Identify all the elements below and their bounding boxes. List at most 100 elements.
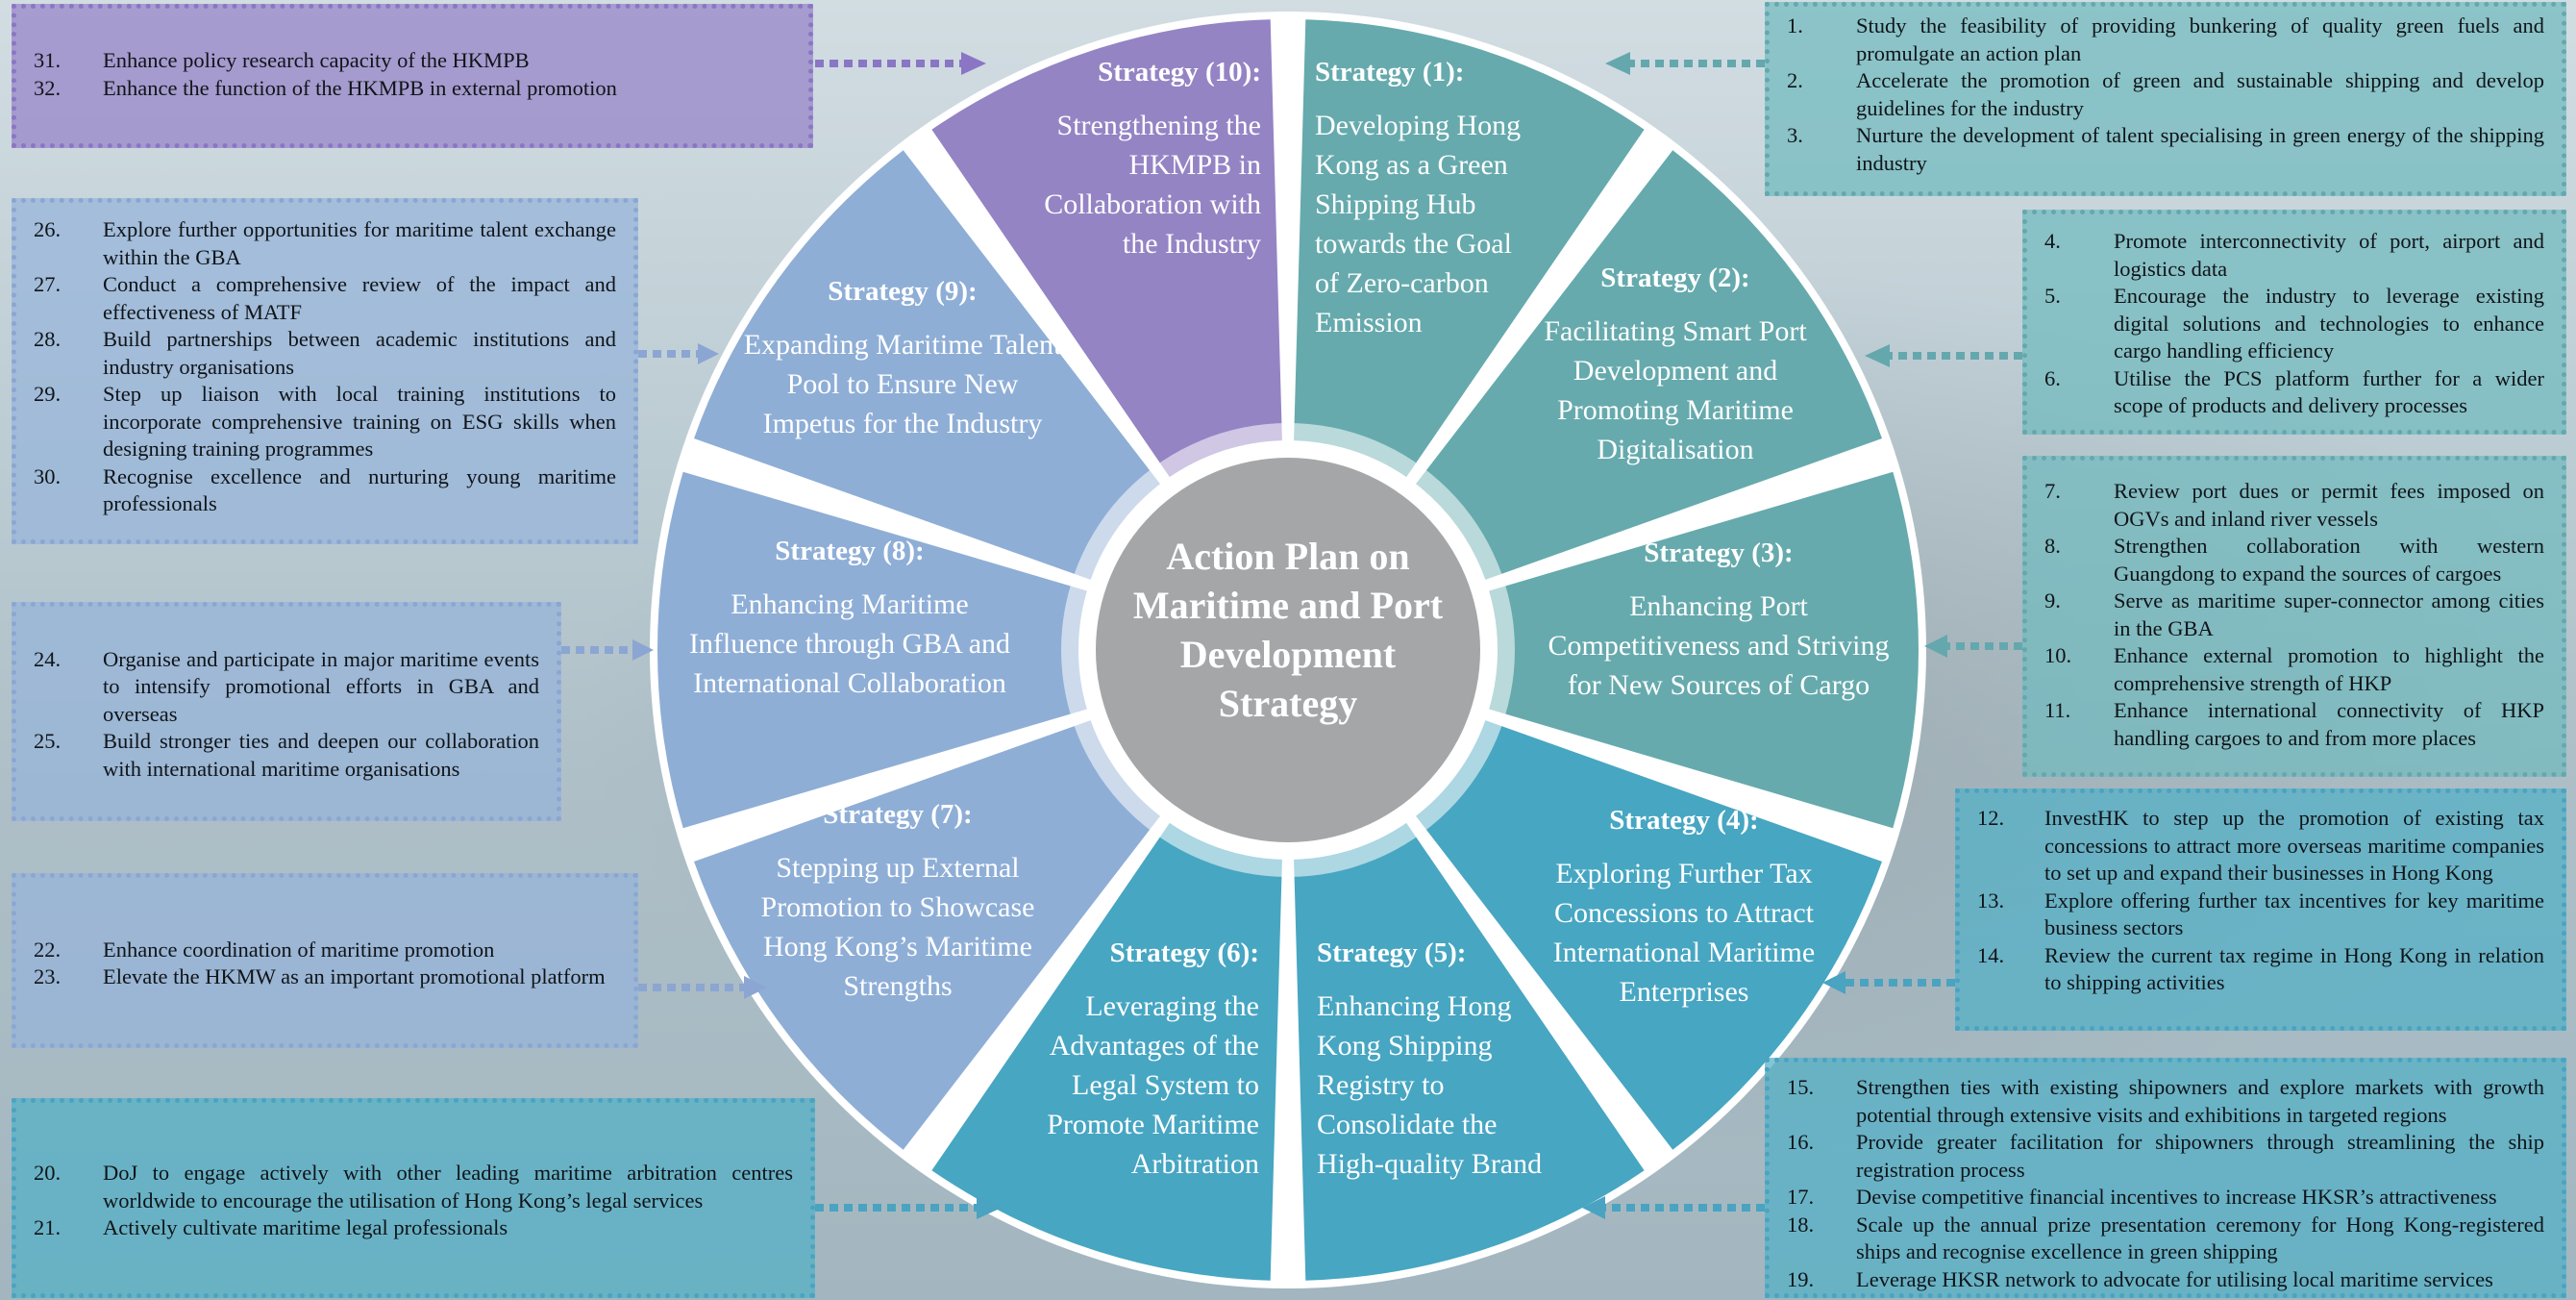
strategy-heading-3: Strategy (3): [1644, 538, 1793, 568]
action-box-strategy-8: 24. Organise and participate in major mar… [12, 602, 561, 821]
action-item: 10.Enhance external promotion to highlig… [2044, 642, 2544, 697]
action-number: 11. [2044, 698, 2071, 722]
action-number: 4. [2044, 229, 2061, 253]
action-number: 29. [34, 382, 62, 406]
strategy-segment-6 [931, 822, 1282, 1281]
action-text: Step up liaison with local training inst… [103, 382, 616, 461]
action-item: 17. Devise competitive financial incentiv… [1787, 1184, 2544, 1212]
action-box-strategy-3: 7.Review port dues or permit fees impose… [2022, 456, 2566, 777]
action-item: 23.Elevate the HKMW as an important prom… [34, 963, 616, 991]
action-item: 20.DoJ to engage actively with other lea… [34, 1160, 793, 1214]
action-text: DoJ to engage actively with other leadin… [103, 1161, 793, 1212]
action-text: Leverage HKSR network to advocate for ut… [1856, 1266, 2493, 1291]
strategy-title-line: Leveraging the [1085, 990, 1259, 1022]
action-number: 5. [2044, 284, 2061, 308]
strategy-title-line: Stepping up External [776, 852, 1019, 884]
action-text: Study the feasibility of providing bunke… [1856, 13, 2544, 65]
action-number: 9. [2044, 588, 2061, 612]
action-item: 9. Serve as maritime super-connector amon… [2044, 588, 2544, 642]
action-item: 29. Step up liaison with local training i… [34, 381, 616, 463]
action-text: Scale up the annual prize presentation c… [1856, 1212, 2544, 1264]
action-box-strategy-10: 31.Enhance policy research capacity of t… [12, 4, 813, 148]
strategy-title-line: for New Sources of Cargo [1568, 669, 1870, 701]
strategy-title-line: of Zero-carbon [1315, 267, 1489, 299]
strategy-title-line: Influence through GBA and [689, 628, 1010, 660]
action-text: Serve as maritime super-connector among … [2114, 588, 2544, 640]
arrowhead-s5 [1582, 1196, 1605, 1219]
action-text: Elevate the HKMW as an important promoti… [103, 964, 606, 988]
action-item: 11. Enhance international connectivity of… [2044, 697, 2544, 752]
action-text: Accelerate the promotion of green and su… [1856, 68, 2544, 120]
center-title-line-2: Maritime and Port [1133, 584, 1444, 627]
strategy-title-line: Promoting Maritime [1557, 394, 1794, 426]
strategy-title-line: Expanding Maritime Talent [744, 329, 1062, 361]
action-number: 25. [34, 729, 62, 754]
action-box-strategy-1: 1. Study the feasibility of providing bun… [1765, 2, 2566, 196]
strategy-title-line: Shipping Hub [1315, 188, 1476, 220]
action-item: 27.Conduct a comprehensive review of the… [34, 271, 616, 326]
strategy-title-line: Competitiveness and Striving [1548, 630, 1890, 662]
action-text: Explore further opportunities for mariti… [103, 217, 616, 269]
action-item: 13.Explore offering further tax incentiv… [1977, 888, 2544, 942]
strategy-title-line: towards the Goal [1315, 228, 1512, 260]
strategy-title-line: Enhancing Port [1629, 590, 1808, 622]
action-box-strategy-2: 4.Promote interconnectivity of port, air… [2022, 210, 2566, 435]
strategy-segment-4 [1416, 720, 1882, 1150]
action-item: 31.Enhance policy research capacity of t… [34, 47, 791, 75]
arrowhead-s1 [1605, 52, 1630, 75]
action-number: 26. [34, 217, 62, 241]
action-text: Explore offering further tax incentives … [2044, 888, 2544, 940]
center-title-line-4: Strategy [1219, 682, 1357, 725]
action-text: Review the current tax regime in Hong Ko… [2044, 942, 2544, 995]
action-number: 22. [34, 937, 62, 962]
strategy-title-line: Concessions to Attract [1554, 897, 1815, 929]
strategy-segment-5 [1294, 822, 1645, 1281]
action-text: Conduct a comprehensive review of the im… [103, 272, 616, 324]
action-text: Build stronger ties and deepen our colla… [103, 729, 539, 781]
action-number: 14. [1977, 942, 2005, 967]
strategy-title-line: Developing Hong [1315, 110, 1521, 141]
action-text: Enhance coordination of maritime promoti… [103, 937, 495, 962]
strategy-segment-8 [657, 471, 1087, 829]
action-text: Utilise the PCS platform further for a w… [2114, 365, 2544, 418]
strategy-heading-7: Strategy (7): [823, 799, 972, 830]
action-item: 15.Strengthen ties with existing shipown… [1787, 1074, 2544, 1129]
strategy-heading-6: Strategy (6): [1110, 938, 1259, 968]
arrowhead-s4 [1822, 971, 1845, 994]
strategy-title-line: Facilitating Smart Port [1544, 315, 1807, 347]
action-text: Recognise excellence and nurturing young… [103, 463, 616, 516]
strategy-heading-8: Strategy (8): [775, 536, 924, 566]
arrowhead-s10 [961, 52, 986, 75]
action-number: 1. [1787, 13, 1803, 38]
action-number: 24. [34, 646, 62, 671]
strategy-segment-3 [1489, 471, 1919, 829]
strategy-title-line: Promote Maritime [1047, 1109, 1259, 1140]
action-item: 2.Accelerate the promotion of green and … [1787, 67, 2544, 122]
strategy-segment-2 [1416, 150, 1882, 580]
action-item: 21.Actively cultivate maritime legal pro… [34, 1214, 793, 1242]
strategy-title-line: Legal System to [1072, 1069, 1259, 1101]
strategy-segment-10 [931, 19, 1282, 478]
action-number: 8. [2044, 534, 2061, 558]
arrowhead-s9 [698, 343, 719, 364]
action-number: 30. [34, 463, 62, 488]
action-text: Nurture the development of talent specia… [1856, 123, 2544, 175]
action-text: Enhance international connectivity of HK… [2114, 698, 2544, 750]
action-text: Devise competitive financial incentives … [1856, 1185, 2497, 1209]
strategy-title-line: International Maritime [1553, 937, 1815, 968]
action-item: 12.InvestHK to step up the promotion of … [1977, 805, 2544, 888]
action-box-strategy-5: 15.Strengthen ties with existing shipown… [1765, 1058, 2566, 1298]
action-item: 25. Build stronger ties and deepen our co… [34, 728, 539, 783]
action-item: 18.Scale up the annual prize presentatio… [1787, 1212, 2544, 1266]
action-text: Organise and participate in major mariti… [103, 646, 539, 726]
action-box-strategy-9: 26. Explore further opportunities for mar… [12, 198, 638, 544]
strategy-title-line: Enterprises [1620, 976, 1749, 1008]
action-item: 22. Enhance coordination of maritime prom… [34, 937, 616, 964]
action-text: Review port dues or permit fees imposed … [2114, 479, 2544, 531]
strategy-title-line: Pool to Ensure New [787, 368, 1019, 400]
action-number: 17. [1787, 1185, 1815, 1209]
strategy-title-line: Strengthening the [1057, 110, 1261, 141]
arrowhead-s2 [1865, 344, 1890, 367]
strategy-title-line: Strengths [843, 970, 952, 1002]
